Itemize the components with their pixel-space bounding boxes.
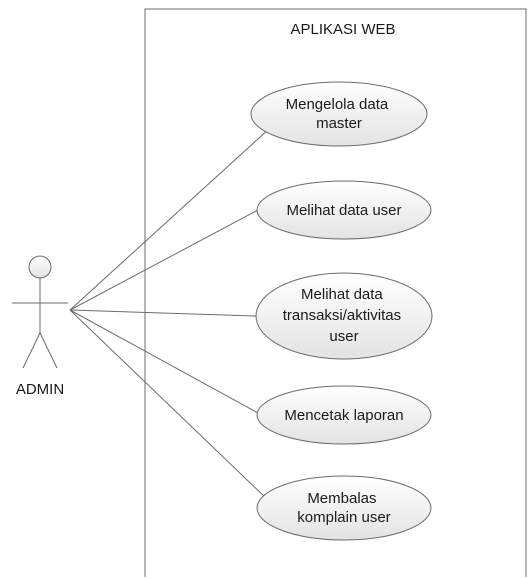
association-uc5 xyxy=(69,309,269,501)
use-case-label-line: user xyxy=(329,328,358,345)
use-case-label-line: Mengelola data xyxy=(286,96,389,113)
association-uc2 xyxy=(69,209,259,311)
actor-head xyxy=(28,255,52,279)
use-case-mengelola-data-master: Mengelola data master xyxy=(250,81,428,147)
use-case-label: Membalas komplain user xyxy=(297,490,390,526)
use-case-label-line: master xyxy=(316,115,362,132)
actor-admin: ADMIN xyxy=(12,255,68,398)
association-uc3 xyxy=(69,309,257,317)
use-case-label: Melihat data transaksi/aktivitas user xyxy=(283,286,406,345)
use-case-label-line: Melihat data xyxy=(301,286,383,303)
system-boundary-frame xyxy=(144,8,527,577)
actor-left-leg xyxy=(22,332,41,369)
use-case-ellipse xyxy=(256,475,432,541)
use-case-label: Melihat data user xyxy=(286,202,401,219)
use-case-ellipse xyxy=(255,272,433,360)
use-case-ellipse xyxy=(256,385,432,445)
use-case-label-line: Membalas xyxy=(307,490,376,507)
associations xyxy=(69,127,271,501)
use-case-label-line: Mencetak laporan xyxy=(284,407,403,424)
use-case-membalas-komplain-user: Membalas komplain user xyxy=(256,475,432,541)
association-uc1 xyxy=(69,127,271,311)
association-uc4 xyxy=(69,309,259,414)
system-title: APLIKASI WEB xyxy=(290,21,395,38)
use-case-label: Mengelola data master xyxy=(286,96,393,132)
use-case-label-line: Melihat data user xyxy=(286,202,401,219)
use-case-melihat-data-transaksi: Melihat data transaksi/aktivitas user xyxy=(255,272,433,360)
use-case-label-line: transaksi/aktivitas xyxy=(283,307,401,324)
use-case-ellipse xyxy=(250,81,428,147)
use-case-melihat-data-user: Melihat data user xyxy=(256,180,432,240)
system-boundary: APLIKASI WEB xyxy=(144,8,527,577)
use-case-label: Mencetak laporan xyxy=(284,407,403,424)
actor-label: ADMIN xyxy=(16,381,64,398)
use-case-mencetak-laporan: Mencetak laporan xyxy=(256,385,432,445)
use-case-label-line: komplain user xyxy=(297,509,390,526)
actor-right-leg xyxy=(39,332,58,369)
use-case-ellipse xyxy=(256,180,432,240)
